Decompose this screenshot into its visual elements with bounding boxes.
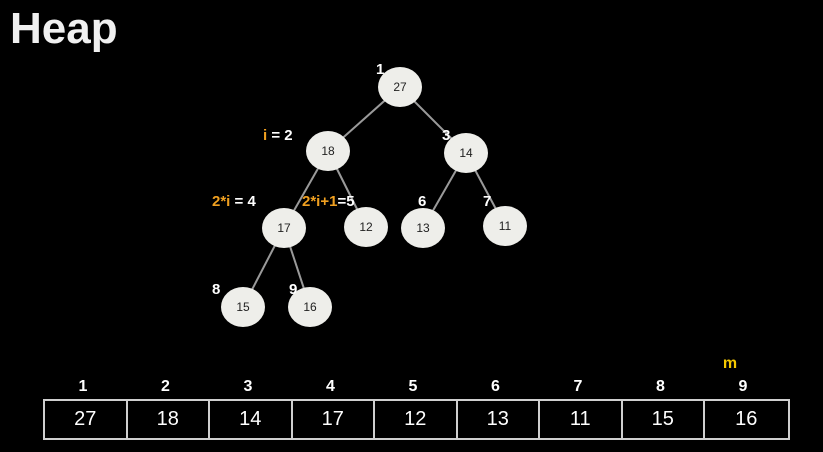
annotation-expression: i (263, 127, 267, 144)
m-marker-label: m (722, 355, 738, 372)
tree-node-circle (344, 207, 388, 247)
array-cell: 27 (45, 401, 128, 438)
annotation-value: =5 (337, 193, 354, 210)
tree-node-3: 14 (444, 133, 488, 173)
annotation-node5: 2*i+1=5 (302, 193, 355, 210)
array-index-label: 5 (408, 378, 418, 395)
tree-node-8: 15 (221, 287, 265, 327)
array-index-label: 6 (491, 378, 500, 395)
heap-tree-diagram: 27 1 18 14 3 17 12 13 6 11 7 15 8 16 9 i = 2 2*i = 4 2*i+… (212, 61, 527, 327)
tree-node-circle (288, 287, 332, 327)
tree-node-value: 18 (321, 144, 335, 158)
tree-node-9: 16 (288, 287, 332, 327)
array-index-label: 7 (573, 378, 583, 395)
tree-node-4: 17 (262, 208, 306, 248)
page-title: Heap (10, 4, 118, 53)
tree-index-label-1: 1 (376, 61, 384, 78)
array-index-label: 1 (78, 378, 88, 395)
annotation-node4: 2*i = 4 (212, 193, 256, 210)
array-cell: 12 (375, 401, 458, 438)
annotation-value: = 4 (230, 193, 256, 210)
tree-index-label-9: 9 (289, 281, 297, 298)
array-cell: 13 (458, 401, 540, 438)
array-index-label: 3 (243, 378, 253, 395)
tree-node-circle (378, 67, 422, 107)
tree-node-value: 11 (499, 219, 512, 233)
annotation-value: = 2 (267, 127, 292, 144)
tree-node-circle (444, 133, 488, 173)
tree-node-value: 27 (393, 80, 407, 94)
tree-node-value: 13 (416, 221, 430, 235)
tree-node-circle (483, 206, 527, 246)
tree-node-value: 14 (459, 146, 473, 160)
tree-node-2: 18 (306, 131, 350, 171)
array-cell: 11 (540, 401, 623, 438)
tree-node-circle (221, 287, 265, 327)
tree-node-5: 12 (344, 207, 388, 247)
tree-node-1: 27 (378, 67, 422, 107)
tree-index-label-3: 3 (442, 127, 450, 144)
tree-node-value: 17 (277, 221, 291, 235)
tree-node-6: 13 (401, 208, 445, 248)
tree-node-circle (401, 208, 445, 248)
array-index-label: 2 (161, 378, 170, 395)
tree-node-value: 12 (359, 220, 373, 234)
array-index-label: 9 (738, 378, 748, 395)
array-cell: 18 (128, 401, 210, 438)
array-index-label: 4 (326, 378, 335, 395)
annotation-expression: 2*i+1 (302, 193, 337, 210)
tree-index-label-7: 7 (483, 193, 491, 210)
annotation-expression: 2*i (212, 193, 230, 210)
tree-node-value: 16 (303, 300, 317, 314)
array-cell: 14 (210, 401, 293, 438)
tree-node-circle (306, 131, 350, 171)
tree-index-label-8: 8 (212, 281, 220, 298)
tree-node-value: 15 (236, 300, 250, 314)
annotation-node2: i = 2 (263, 127, 293, 144)
tree-node-7: 11 (483, 206, 527, 246)
array-index-label: 8 (656, 378, 665, 395)
tree-node-circle (262, 208, 306, 248)
tree-index-label-6: 6 (418, 193, 426, 210)
array-cell: 16 (735, 408, 758, 430)
array-cell: 15 (623, 401, 705, 438)
array-cell: 17 (293, 401, 375, 438)
